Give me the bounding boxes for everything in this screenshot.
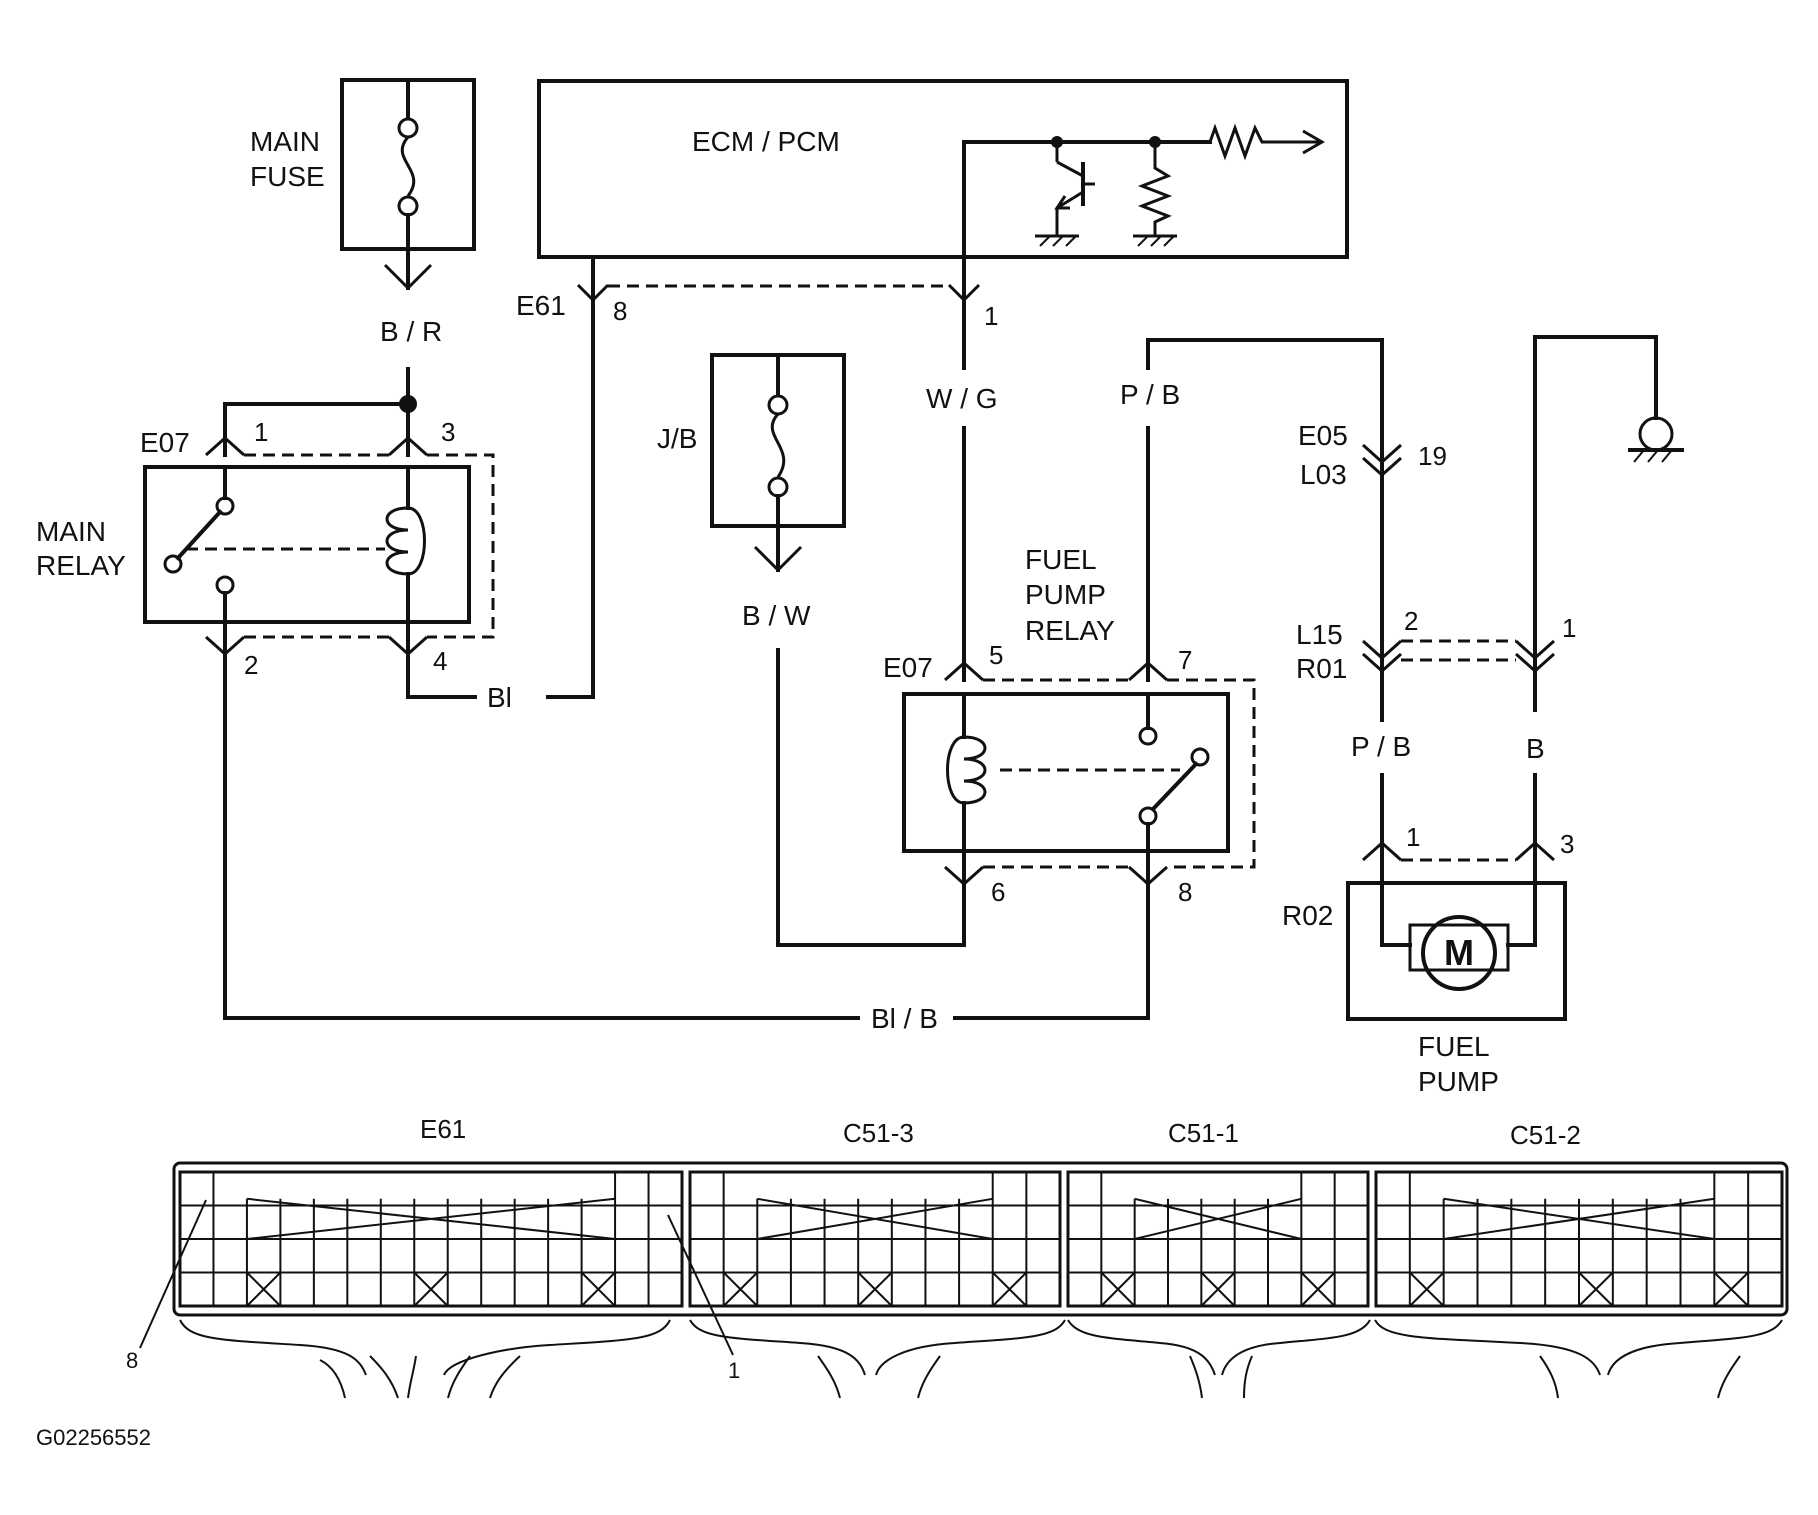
wire-color-b: B [1526, 733, 1545, 764]
connector-e05: E05 [1298, 420, 1348, 451]
fuel-pump-relay [223, 338, 1384, 1020]
main-relay-label-1: MAIN [36, 516, 106, 547]
wire-color-b-r: B / R [380, 316, 442, 347]
wire-color-b-w: B / W [742, 600, 811, 631]
connector-l03: L03 [1300, 459, 1347, 490]
ecm-pin-1: 1 [984, 301, 998, 331]
grid-c51-2 [1374, 1170, 1784, 1308]
grid-c51-1 [1066, 1170, 1370, 1308]
e61-pin-8: 8 [613, 296, 627, 326]
jb-label: J/B [657, 423, 697, 454]
ecm-pcm-label: ECM / PCM [692, 126, 840, 157]
connector-l15: L15 [1296, 619, 1343, 650]
fuel-pump-relay-pin-6: 6 [991, 877, 1005, 907]
ecm-pcm-box [537, 79, 1349, 342]
motor-symbol-label: M [1444, 932, 1474, 973]
pump-pin-3: 3 [1560, 829, 1574, 859]
connector-section-c51-3: C51-3 [843, 1118, 914, 1148]
main-relay-pin-3: 3 [441, 417, 455, 447]
l15-pin-2: 2 [1404, 606, 1418, 636]
fuel-pump-relay-connector-e07: E07 [883, 652, 933, 683]
connector-pin-callout-1: 1 [728, 1358, 740, 1383]
main-relay-label-2: RELAY [36, 550, 126, 581]
wire-color-bl: Bl [487, 682, 512, 713]
wire-color-p-b-top: P / B [1120, 379, 1180, 410]
fuel-pump-relay-pin-5: 5 [989, 640, 1003, 670]
connector-section-e61: E61 [420, 1114, 466, 1144]
l15-pin-1: 1 [1562, 613, 1576, 643]
fuel-pump-circuit: M [1346, 335, 1684, 1021]
fuel-pump-relay-label-2: PUMP [1025, 579, 1106, 610]
main-fuse-label-1: MAIN [250, 126, 320, 157]
figure-id: G02256552 [36, 1425, 151, 1450]
wire-color-p-b-low: P / B [1351, 731, 1411, 762]
connector-r02: R02 [1282, 900, 1333, 931]
main-relay-connector-e07: E07 [140, 427, 190, 458]
grid-c51-3 [688, 1170, 1062, 1308]
e61-label: E61 [516, 290, 566, 321]
connector-section-c51-1: C51-1 [1168, 1118, 1239, 1148]
main-fuse [340, 78, 476, 291]
wire-color-w-g: W / G [926, 383, 998, 414]
main-fuse-label-2: FUSE [250, 161, 325, 192]
main-relay [143, 367, 595, 1020]
ecm-connector-face [139, 1161, 1789, 1399]
fuel-pump-relay-pin-8: 8 [1178, 877, 1192, 907]
connector-pin-19: 19 [1418, 441, 1447, 471]
wire-color-bl-b: Bl / B [871, 1003, 938, 1034]
connector-r01: R01 [1296, 653, 1347, 684]
connector-section-c51-2: C51-2 [1510, 1120, 1581, 1150]
fuel-pump-relay-label-1: FUEL [1025, 544, 1097, 575]
fuel-pump-relay-label-3: RELAY [1025, 615, 1115, 646]
junction-block [710, 353, 846, 947]
connector-pin-callout-8: 8 [126, 1348, 138, 1373]
fuel-pump-label-2: PUMP [1418, 1066, 1499, 1097]
fuel-pump-label-1: FUEL [1418, 1031, 1490, 1062]
main-relay-pin-4: 4 [433, 646, 447, 676]
grid-e61 [178, 1170, 684, 1308]
main-relay-pin-2: 2 [244, 650, 258, 680]
pump-pin-1: 1 [1406, 822, 1420, 852]
main-relay-pin-1: 1 [254, 417, 268, 447]
fuel-pump-relay-pin-7: 7 [1178, 645, 1192, 675]
